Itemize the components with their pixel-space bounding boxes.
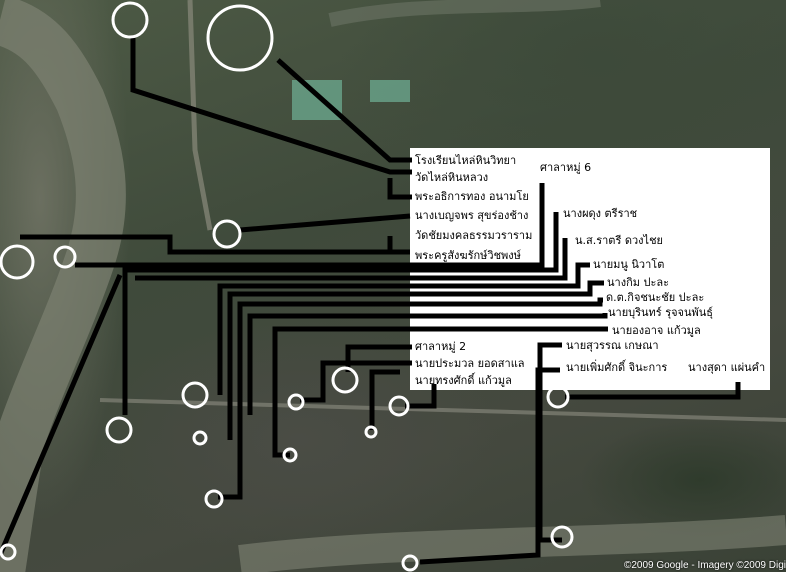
marker-circle bbox=[550, 525, 574, 549]
copyright-notice: ©2009 Google - Imagery ©2009 Digi bbox=[623, 560, 786, 571]
label-person: นายบุรินทร์ รุจจนพันธุ์ bbox=[608, 306, 714, 319]
marker-circle bbox=[282, 447, 298, 463]
marker-circle bbox=[105, 416, 133, 444]
label-person: นางผดุง ตรีราช bbox=[563, 207, 638, 220]
label-person: นายมนู นิวาโต bbox=[593, 258, 665, 271]
marker-circle bbox=[181, 381, 209, 409]
label-person: นางสุดา แผ่นคำ bbox=[688, 361, 766, 374]
label-person: นายองอาจ แก้วมูล bbox=[612, 324, 701, 337]
label-person: นายทรงศักดิ์ แก้วมูล bbox=[415, 374, 512, 387]
marker-circle bbox=[331, 366, 359, 394]
marker-circle bbox=[192, 430, 208, 446]
label-temple: วัดไหล่หินหลวง bbox=[415, 171, 489, 184]
marker-circle bbox=[206, 4, 274, 72]
marker-circle bbox=[364, 425, 378, 439]
label-person: นายสุวรรณ เกษณา bbox=[566, 339, 659, 352]
marker-circle bbox=[111, 1, 149, 39]
marker-circle bbox=[388, 395, 410, 417]
label-monk: พระครูสังฆรักษ์วิชพงษ์ bbox=[415, 249, 521, 262]
marker-circle bbox=[53, 245, 77, 269]
marker-circle bbox=[287, 393, 305, 411]
label-village-hall-2: ศาลาหมู่ 2 bbox=[415, 340, 467, 353]
location-markers bbox=[0, 1, 574, 572]
label-person: ด.ต.กิจชนะชัย ปะละ bbox=[606, 291, 705, 304]
label-monk: พระอธิการทอง อนามโย bbox=[415, 190, 529, 203]
label-person: นางกิม ปะละ bbox=[607, 276, 670, 289]
label-village-hall-6: ศาลาหมู่ 6 bbox=[540, 161, 592, 174]
label-person: นายประมวล ยอดสาแล bbox=[415, 357, 525, 370]
marker-circle bbox=[0, 244, 35, 280]
marker-circle bbox=[204, 489, 224, 509]
label-person: นางเบญจพร สุขร่องช้าง bbox=[415, 209, 529, 222]
marker-circle bbox=[212, 219, 242, 249]
label-person: นายเพิ่มศักดิ์ จินะการ bbox=[566, 361, 668, 374]
marker-circle bbox=[0, 543, 17, 561]
label-person: น.ส.ราตรี ดวงไชย bbox=[575, 234, 663, 247]
marker-circle bbox=[401, 554, 419, 572]
marker-circle bbox=[546, 385, 570, 409]
label-school: โรงเรียนไหล่หินวิทยา bbox=[415, 154, 517, 167]
label-temple: วัดชัยมงคลธรรมวราราม bbox=[415, 229, 533, 242]
